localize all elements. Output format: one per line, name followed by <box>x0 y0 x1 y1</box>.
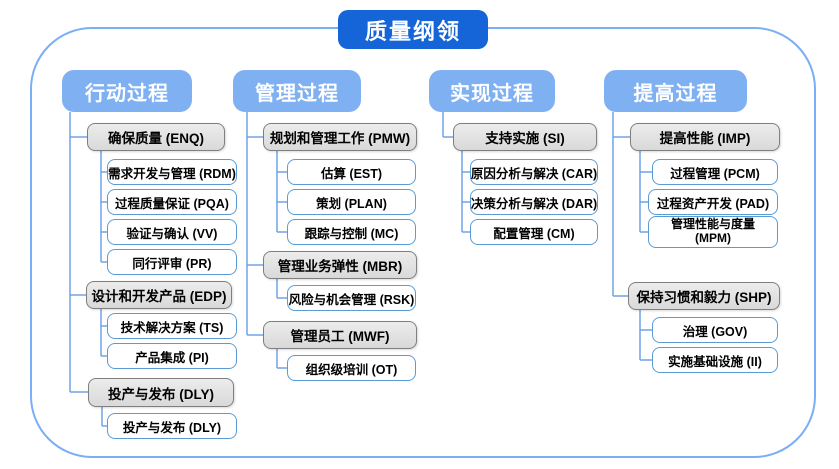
group-node-dly: 投产与发布 (DLY) <box>88 378 234 407</box>
leaf-node-dly: 投产与发布 (DLY) <box>107 413 237 439</box>
group-node-mwf: 管理员工 (MWF) <box>263 321 417 349</box>
diagram-title: 质量纲领 <box>338 10 488 49</box>
leaf-node-ii: 实施基础设施 (II) <box>652 347 778 373</box>
leaf-node-mc: 跟踪与控制 (MC) <box>287 219 416 245</box>
column-header-implementation-process: 实现过程 <box>429 70 555 112</box>
leaf-node-pcm: 过程管理 (PCM) <box>652 159 778 185</box>
group-node-mbr: 管理业务弹性 (MBR) <box>263 251 417 279</box>
column-header-action-process: 行动过程 <box>62 70 192 112</box>
leaf-node-rdm: 需求开发与管理 (RDM) <box>107 159 237 185</box>
leaf-node-pqa: 过程质量保证 (PQA) <box>107 189 237 215</box>
column-header-management-process: 管理过程 <box>233 70 361 112</box>
group-node-shp: 保持习惯和毅力 (SHP) <box>628 282 780 310</box>
group-node-si: 支持实施 (SI) <box>453 123 597 151</box>
group-node-pmw: 规划和管理工作 (PMW) <box>263 123 417 151</box>
group-node-enq: 确保质量 (ENQ) <box>87 123 225 151</box>
leaf-node-mpm: 管理性能与度量 (MPM) <box>648 216 778 248</box>
leaf-node-ot: 组织级培训 (OT) <box>287 355 416 381</box>
leaf-node-vv: 验证与确认 (VV) <box>107 219 237 245</box>
group-node-edp: 设计和开发产品 (EDP) <box>86 281 232 309</box>
leaf-node-dar: 决策分析与解决 (DAR) <box>470 189 598 215</box>
column-header-improvement-process: 提高过程 <box>604 70 747 112</box>
leaf-node-cm: 配置管理 (CM) <box>470 219 598 245</box>
leaf-node-car: 原因分析与解决 (CAR) <box>470 159 598 185</box>
leaf-node-rsk: 风险与机会管理 (RSK) <box>287 285 416 311</box>
leaf-node-pr: 同行评审 (PR) <box>107 249 237 275</box>
leaf-node-est: 估算 (EST) <box>287 159 416 185</box>
leaf-node-plan: 策划 (PLAN) <box>287 189 416 215</box>
leaf-node-pi: 产品集成 (PI) <box>107 343 237 369</box>
leaf-node-pad: 过程资产开发 (PAD) <box>648 189 778 215</box>
leaf-node-gov: 治理 (GOV) <box>652 317 778 343</box>
group-node-imp: 提高性能 (IMP) <box>630 123 780 151</box>
leaf-node-ts: 技术解决方案 (TS) <box>107 313 237 339</box>
